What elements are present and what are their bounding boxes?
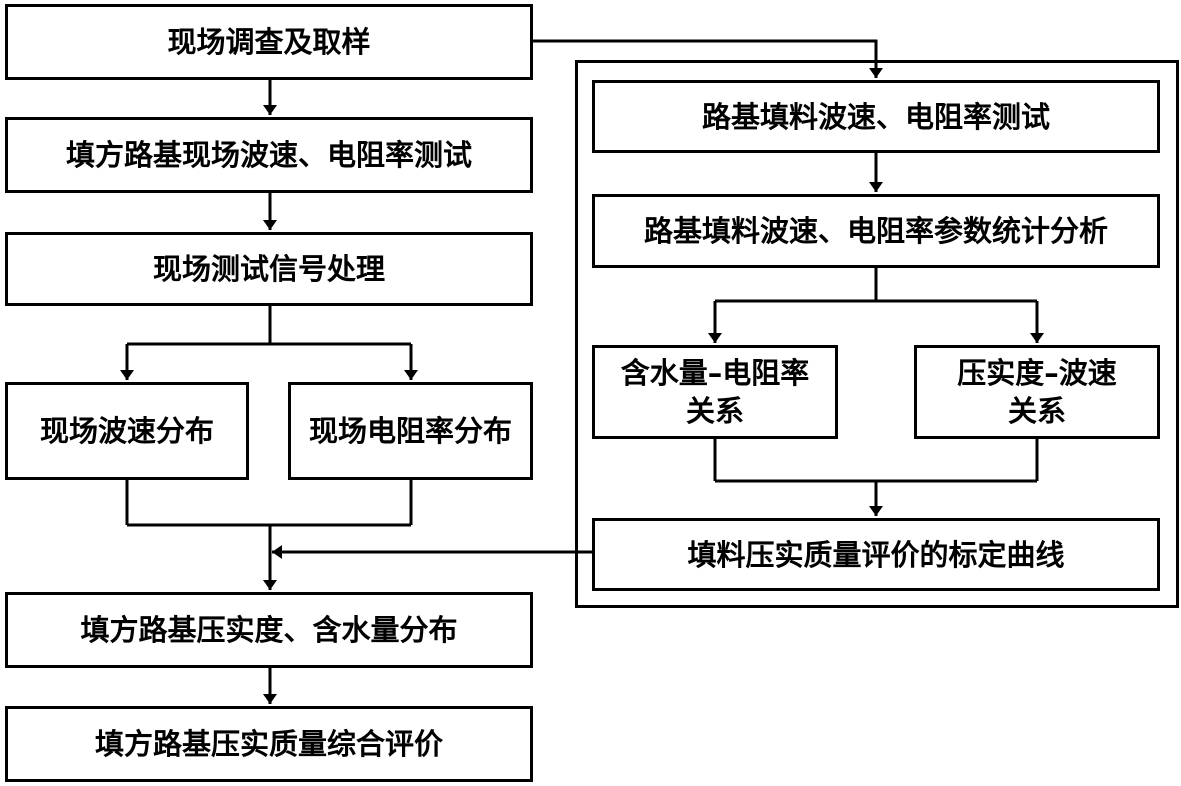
node-field-test: 填方路基现场波速、电阻率测试 <box>5 117 533 193</box>
laboratory-calibration-group <box>575 60 1179 608</box>
node-resistivity-distribution: 现场电阻率分布 <box>288 382 533 480</box>
node-signal-processing: 现场测试信号处理 <box>5 232 533 306</box>
node-calibration-curve: 填料压实质量评价的标定曲线 <box>592 518 1160 591</box>
node-statistical-analysis: 路基填料波速、电阻率参数统计分析 <box>592 194 1160 268</box>
node-moisture-resistivity-relation: 含水量–电阻率 关系 <box>592 345 838 439</box>
node-wave-velocity-distribution: 现场波速分布 <box>5 382 249 480</box>
node-site-survey-label: 现场调查及取样 <box>167 25 371 59</box>
node-compaction-moisture-distribution: 填方路基压实度、含水量分布 <box>5 592 533 668</box>
node-lab-test-label: 路基填料波速、电阻率测试 <box>701 99 1050 134</box>
arrow-survey-to-lab-test <box>533 39 883 78</box>
node-resistivity-distribution-label: 现场电阻率分布 <box>308 414 512 448</box>
node-comprehensive-evaluation-label: 填方路基压实质量综合评价 <box>94 727 443 761</box>
node-compaction-velocity-label-line2: 关系 <box>1007 394 1066 428</box>
node-compaction-velocity-label-line1: 压实度–波速 <box>957 356 1117 390</box>
node-compaction-velocity-relation: 压实度–波速 关系 <box>914 345 1160 439</box>
node-calibration-curve-label: 填料压实质量评价的标定曲线 <box>687 537 1065 572</box>
node-wave-velocity-distribution-label: 现场波速分布 <box>39 414 214 448</box>
node-compaction-moisture-distribution-label: 填方路基压实度、含水量分布 <box>80 613 458 647</box>
node-comprehensive-evaluation: 填方路基压实质量综合评价 <box>5 706 533 782</box>
node-statistical-analysis-label: 路基填料波速、电阻率参数统计分析 <box>643 214 1108 248</box>
node-signal-processing-label: 现场测试信号处理 <box>152 252 385 286</box>
node-lab-test: 路基填料波速、电阻率测试 <box>592 80 1160 153</box>
node-moisture-resistivity-label-line2: 关系 <box>685 394 744 428</box>
node-moisture-resistivity-label-line1: 含水量–电阻率 <box>620 356 810 390</box>
node-site-survey: 现场调查及取样 <box>5 4 533 80</box>
node-field-test-label: 填方路基现场波速、电阻率测试 <box>65 138 472 172</box>
